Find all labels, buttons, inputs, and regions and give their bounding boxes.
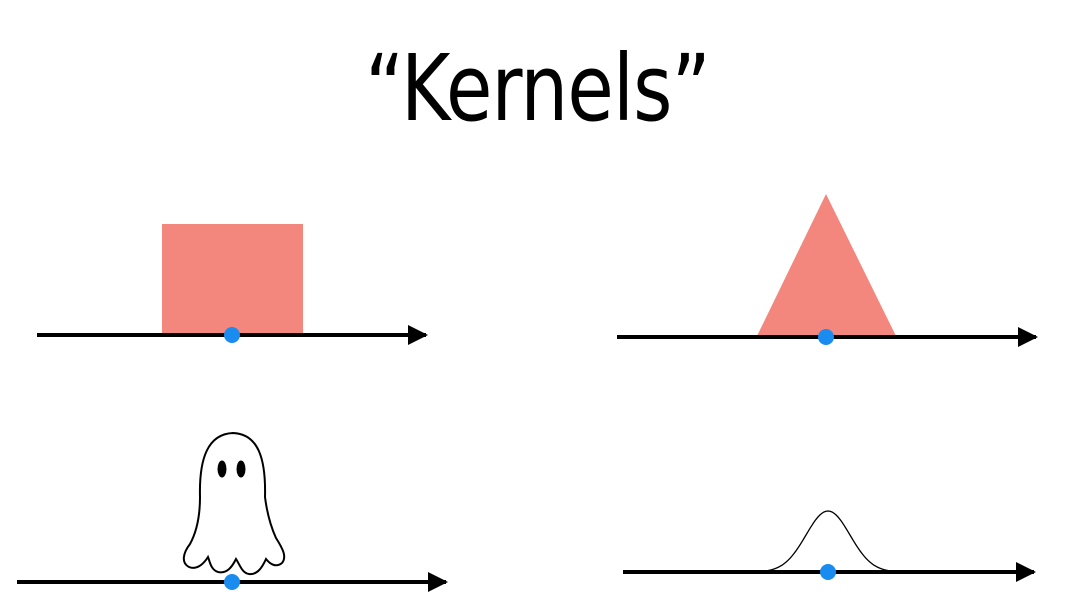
page-title: “Kernels”: [365, 35, 711, 142]
triangle-kernel-shape: [757, 194, 896, 336]
gaussian-kernel-curve: [759, 510, 897, 573]
ghost-kernel-panel: [17, 431, 448, 592]
box-kernel-panel: [37, 224, 428, 345]
center-point: [224, 574, 240, 590]
center-point: [818, 329, 834, 345]
triangle-kernel-panel: [617, 194, 1038, 347]
center-point: [224, 327, 240, 343]
box-kernel-shape: [162, 224, 303, 335]
ghost-icon: [182, 431, 286, 576]
center-point: [820, 564, 836, 580]
gaussian-kernel-panel: [623, 510, 1036, 582]
